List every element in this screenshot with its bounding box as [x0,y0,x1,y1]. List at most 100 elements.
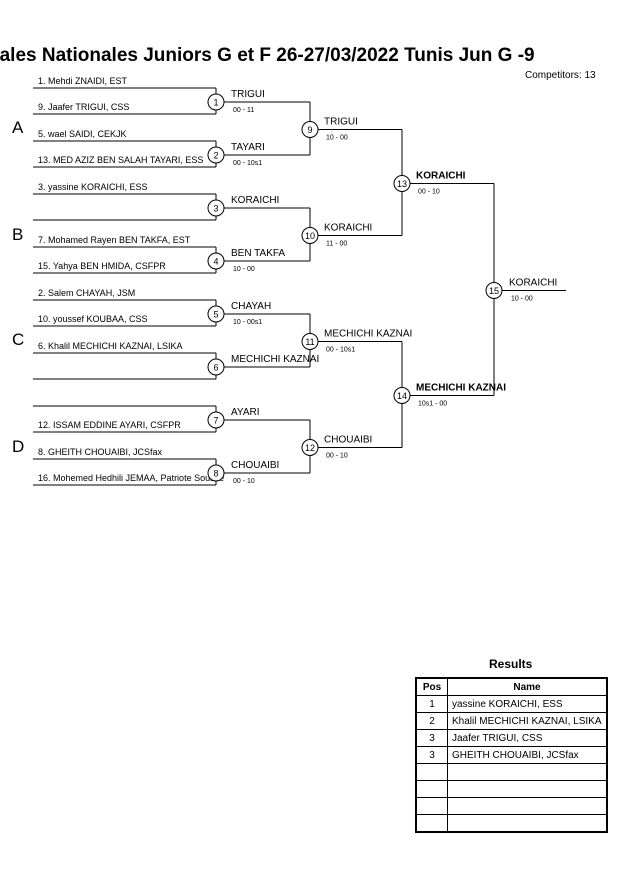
results-row [415,797,608,815]
match-score: 00 - 10 [326,453,348,460]
match-number-circle [207,305,225,323]
match-score: 00 - 10s1 [326,347,355,354]
results-name [447,797,608,815]
match-number: 10 [305,231,315,241]
match-number-circle [207,411,225,429]
results-pos: 3 [415,729,448,747]
results-row [415,780,608,798]
results-row [415,814,608,833]
match-number-circle [301,227,319,244]
match-winner: CHAYAH [231,301,271,312]
entry-name: 13. MED AZIZ BEN SALAH TAYARI, ESS [38,155,203,165]
results-title: Results [489,657,533,671]
title-text: nales Nationales Juniors G et F 26-27/03… [0,45,535,66]
pool-label: B [12,225,23,244]
entry-name: 16. Mohemed Hedhili JEMAA, Patriote Sous… [38,473,224,483]
pool-label: D [12,437,24,456]
bracket: 1. Mehdi ZNAIDI, EST 9. Jaafer TRIGUI, CS… [12,76,566,486]
match-number: 13 [397,179,407,189]
match-number: 2 [213,151,218,161]
results-header-name: Name [447,677,608,696]
entry-name: 6. Khalil MECHICHI KAZNAI, LSIKA [38,341,183,351]
match-number-circle [207,199,225,217]
results-pos [415,763,448,781]
match-number: 3 [213,204,218,214]
results-pos [415,780,448,798]
entry-name: 1. Mehdi ZNAIDI, EST [38,76,128,86]
match-number: 4 [213,257,218,267]
competitor-count: Competitors: 13 [525,70,596,81]
match-score: 10 - 00 [326,135,348,142]
results-pos [415,797,448,815]
results-name: yassine KORAICHI, ESS [447,695,608,713]
match-score: 10 - 00 [233,266,255,273]
results-pos [415,814,448,833]
match-winner: KORAICHI [324,223,372,234]
match-number: 14 [397,391,407,401]
pool-label: C [12,330,24,349]
results-name [447,763,608,781]
match-number: 12 [305,443,315,453]
results-pos: 1 [415,695,448,713]
entry-name: 12. ISSAM EDDINE AYARI, CSFPR [38,420,181,430]
match-number-circle [393,175,411,192]
results-name: Jaafer TRIGUI, CSS [447,729,608,747]
pool-label: A [12,118,24,137]
match-score: 10 - 00s1 [233,319,262,326]
match-winner: TAYARI [231,142,265,153]
match-winner: TRIGUI [324,117,358,128]
results-row [415,763,608,781]
match-number-circle [301,439,319,456]
match-winner: CHOUAIBI [231,460,279,471]
match-number: 11 [305,337,314,347]
entry-name: 5. wael SAIDI, CEKJK [38,129,127,139]
match-score: 10s1 - 00 [418,401,447,408]
match-winner: BEN TAKFA [231,248,285,259]
entry-name: 3. yassine KORAICHI, ESS [38,182,148,192]
match-winner: KORAICHI [416,171,466,182]
match-number-circle [207,252,225,270]
match-number: 15 [489,286,499,296]
match-number: 8 [213,469,218,479]
match-score: 11 - 00 [326,241,347,248]
match-number-circle [485,282,503,299]
match-number-circle [207,358,225,376]
match-winner: KORAICHI [231,195,279,206]
results-name: GHEITH CHOUAIBI, JCSfax [447,746,608,764]
entry-name: 7. Mohamed Rayen BEN TAKFA, EST [38,235,191,245]
results-pos: 2 [415,712,448,730]
match-score: 00 - 11 [233,107,254,114]
match-number-circle [207,464,225,482]
match-winner: TRIGUI [231,89,265,100]
results-header-pos: Pos [415,677,448,696]
entry-name: 15. Yahya BEN HMIDA, CSFPR [38,261,166,271]
match-number: 9 [307,125,312,135]
match-number: 7 [213,416,218,426]
results-pos: 3 [415,746,448,764]
match-winner: CHOUAIBI [324,435,372,446]
entry-name: 10. youssef KOUBAA, CSS [38,314,148,324]
match-number: 1 [213,98,218,108]
results-name [447,780,608,798]
match-score: 00 - 10 [233,478,255,485]
match-winner: MECHICHI KAZNAI [324,329,412,340]
match-number-circle [301,333,319,350]
match-score: 10 - 00 [511,296,533,303]
match-winner: KORAICHI [509,278,557,289]
match-winner: MECHICHI KAZNAI [416,383,506,394]
match-number: 5 [213,310,218,320]
match-number: 6 [213,363,218,373]
entry-name: 2. Salem CHAYAH, JSM [38,288,135,298]
page-title: nales Nationales Juniors G et F 26-27/03… [0,45,630,71]
match-winner: AYARI [231,407,260,418]
match-number-circle [207,146,225,164]
entry-name: 9. Jaafer TRIGUI, CSS [38,102,129,112]
results-name [447,814,608,833]
match-number-circle [393,387,411,404]
results-name: Khalil MECHICHI KAZNAI, LSIKA [447,712,608,730]
match-score: 00 - 10 [418,189,440,196]
